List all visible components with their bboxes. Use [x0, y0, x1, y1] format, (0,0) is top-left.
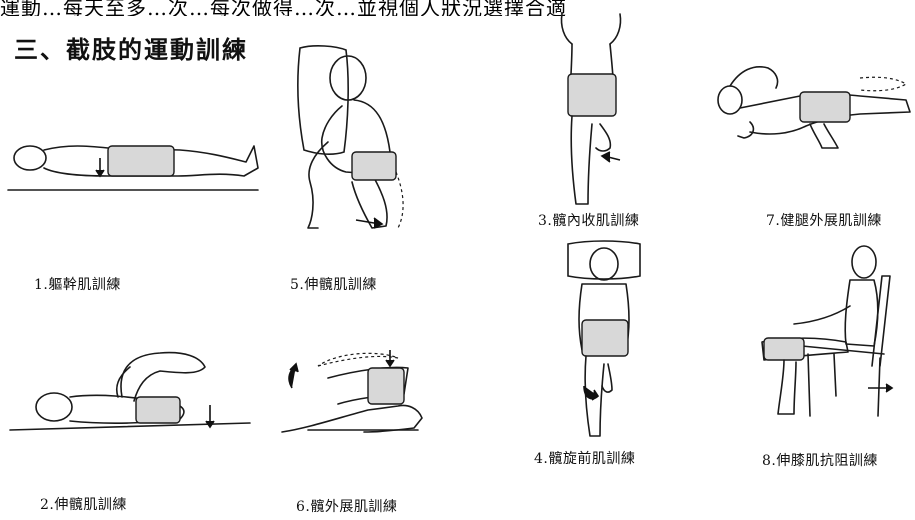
caption-hip-rotator-training: 4.髖旋前肌訓練 — [534, 448, 635, 468]
illustration-hip-extensor-training-b — [286, 42, 421, 237]
illustration-knee-extensor-resistance-training — [754, 246, 904, 426]
caption-knee-extensor-resistance-training: 8.伸膝肌抗阻訓練 — [762, 450, 878, 470]
cut-off-header-text: 運動…每天至多…次…每次做得…次…並視個人狀況選擇合適 — [0, 0, 915, 16]
caption-hip-extensor-training-b: 5.伸髖肌訓練 — [290, 274, 377, 294]
illustration-hip-extensor-training-a — [10, 345, 260, 440]
illustration-hip-adductor-training — [548, 14, 648, 209]
illustration-trunk-muscle-training — [8, 128, 263, 198]
section-title: 三、截肢的運動訓練 — [14, 30, 248, 65]
caption-healthy-leg-abductor-training: 7.健腿外展肌訓練 — [766, 210, 882, 230]
caption-hip-extensor-training-a: 2.伸髖肌訓練 — [40, 494, 127, 514]
caption-hip-abductor-training: 6.髖外展肌訓練 — [296, 496, 397, 516]
caption-trunk-muscle-training: 1.軀幹肌訓練 — [34, 274, 121, 294]
illustration-hip-abductor-training — [278, 348, 438, 443]
illustration-healthy-leg-abductor-training — [710, 56, 915, 151]
illustration-hip-rotator-training — [560, 240, 650, 440]
caption-hip-adductor-training: 3.髖內收肌訓練 — [538, 210, 639, 230]
